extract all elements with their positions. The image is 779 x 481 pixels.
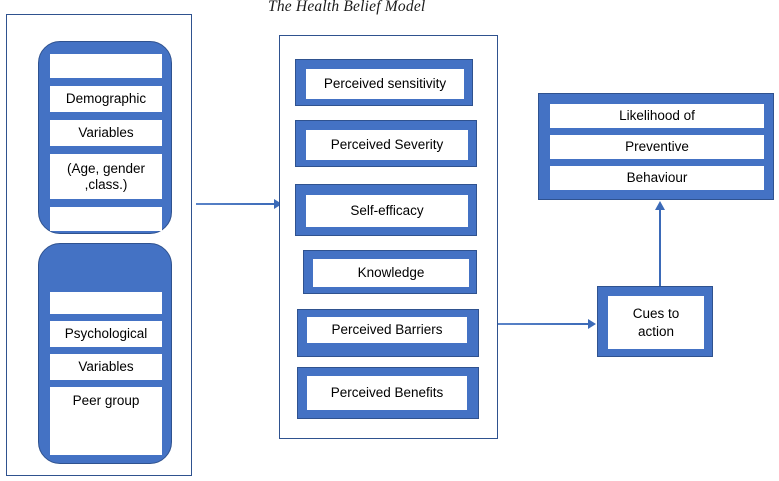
likelihood-line-1: Likelihood of <box>550 104 764 128</box>
arrow-barriers-to-cues-line <box>498 323 590 325</box>
demographic-bar-blank-top <box>50 54 162 78</box>
psychological-bar-psychological: Psychological <box>50 321 162 347</box>
belief-label-perceived-benefits: Perceived Benefits <box>307 376 467 410</box>
likelihood-line-3: Behaviour <box>550 166 764 190</box>
cues-to-action-box: Cues to action <box>597 286 713 357</box>
demographic-bar-age-gender-class: (Age, gender ,class.) <box>50 154 162 199</box>
belief-box-perceived-barriers: Perceived Barriers <box>297 309 479 357</box>
cues-to-action-label: Cues to action <box>608 296 704 349</box>
belief-box-knowledge: Knowledge <box>303 250 477 294</box>
arrow-cues-to-likelihood-line <box>659 209 661 286</box>
arrow-cues-to-likelihood-head <box>655 201 665 210</box>
demographic-bar-demographic: Demographic <box>50 86 162 112</box>
belief-label-perceived-sensitivity: Perceived sensitivity <box>306 69 464 99</box>
belief-label-self-efficacy: Self-efficacy <box>306 195 468 227</box>
demographic-variables-group: Demographic Variables (Age, gender ,clas… <box>38 41 172 234</box>
arrow-left-to-middle-line <box>196 203 276 205</box>
psychological-variables-group: Psychological Variables Peer group <box>38 243 172 464</box>
demographic-bar-blank-bottom <box>50 207 162 231</box>
demographic-bar-variables: Variables <box>50 120 162 146</box>
page-title: The Health Belief Model <box>268 0 426 15</box>
belief-label-perceived-barriers: Perceived Barriers <box>307 317 467 343</box>
arrow-left-to-middle-head <box>274 199 282 209</box>
belief-label-perceived-severity: Perceived Severity <box>306 130 468 160</box>
psychological-bar-blank-top <box>50 292 162 314</box>
arrow-barriers-to-cues-head <box>588 319 596 329</box>
likelihood-line-2: Preventive <box>550 135 764 159</box>
belief-label-knowledge: Knowledge <box>313 259 469 287</box>
belief-box-self-efficacy: Self-efficacy <box>295 184 477 236</box>
psychological-bar-peer-group: Peer group <box>50 387 162 455</box>
psychological-bar-variables: Variables <box>50 354 162 380</box>
belief-box-perceived-benefits: Perceived Benefits <box>297 367 479 419</box>
belief-box-perceived-severity: Perceived Severity <box>295 120 477 167</box>
likelihood-of-preventive-behaviour-box: Likelihood of Preventive Behaviour <box>538 93 774 200</box>
belief-box-perceived-sensitivity: Perceived sensitivity <box>295 59 473 106</box>
